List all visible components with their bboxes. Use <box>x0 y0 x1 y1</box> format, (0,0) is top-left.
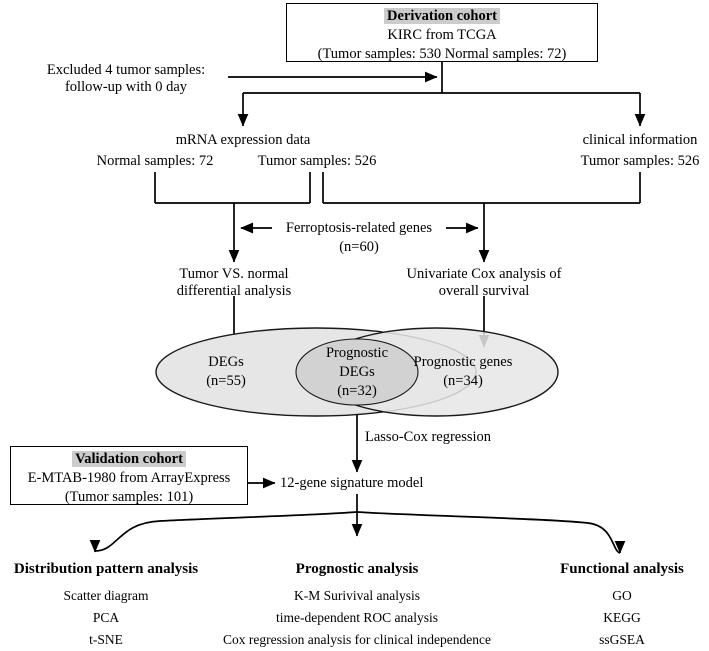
derivation-cohort-source: KIRC from TCGA <box>387 26 497 43</box>
univariate-cox-line2: overall survival <box>438 283 530 300</box>
output-item-cox-independence: Cox regression analysis for clinical ind… <box>222 632 492 647</box>
differential-analysis-node: Tumor VS. normal differential analysis <box>177 266 292 300</box>
differential-analysis-line1: Tumor VS. normal <box>179 266 289 282</box>
clinical-tumor-samples: Tumor samples: 526 <box>580 153 700 169</box>
venn-right-label: Prognostic genes <box>413 354 513 370</box>
curve-split-left <box>94 511 358 552</box>
validation-cohort-source: E-MTAB-1980 from ArrayExpress <box>27 469 231 486</box>
output-title-functional: Functional analysis <box>560 561 684 577</box>
derivation-cohort-heading: Derivation cohort <box>287 7 597 26</box>
output-item-kegg: KEGG <box>603 610 641 625</box>
output-item-tsne: t-SNE <box>89 632 123 647</box>
validation-cohort-samples: (Tumor samples: 101) <box>64 488 194 505</box>
output-item-roc: time-dependent ROC analysis <box>276 610 438 625</box>
derivation-cohort-samples: (Tumor samples: 530 Normal samples: 72) <box>317 45 567 62</box>
validation-cohort-heading-text: Validation cohort <box>72 451 186 467</box>
mrna-tumor-samples: Tumor samples: 526 <box>257 153 377 169</box>
clinical-information-title: clinical information <box>582 132 698 148</box>
output-item-go: GO <box>612 588 632 603</box>
venn-center-label2: DEGs <box>339 364 375 380</box>
mrna-expression-title: mRNA expression data <box>175 132 311 148</box>
mrna-normal-samples: Normal samples: 72 <box>96 153 214 169</box>
output-item-scatter-diagram: Scatter diagram <box>63 588 149 603</box>
output-title-prognostic: Prognostic analysis <box>295 561 419 577</box>
derivation-cohort-heading-text: Derivation cohort <box>384 8 500 24</box>
exclusion-note: Excluded 4 tumor samples: follow-up with… <box>47 62 205 96</box>
gene-signature-model: 12-gene signature model <box>280 475 424 491</box>
output-title-distribution: Distribution pattern analysis <box>13 561 199 577</box>
univariate-cox-node: Univariate Cox analysis of overall survi… <box>406 266 561 300</box>
exclusion-note-line1: Excluded 4 tumor samples: <box>46 62 206 78</box>
mrna-expression-node: mRNA expression data <box>176 132 311 149</box>
derivation-cohort-box: Derivation cohort KIRC from TCGA (Tumor … <box>286 3 598 62</box>
output-item-ssgsea: ssGSEA <box>599 632 645 647</box>
venn-center-label1: Prognostic <box>325 345 389 361</box>
exclusion-note-line2: follow-up with 0 day <box>64 79 188 96</box>
lasso-cox-label: Lasso-Cox regression <box>365 429 492 445</box>
venn-left-count: (n=55) <box>206 373 246 389</box>
differential-analysis-line2: differential analysis <box>176 283 292 300</box>
univariate-cox-line1: Univariate Cox analysis of <box>406 266 562 282</box>
ferroptosis-genes-label: Ferroptosis-related genes <box>285 220 433 236</box>
output-item-km-survival: K-M Surivival analysis <box>294 588 420 603</box>
venn-left-label: DEGs <box>208 354 244 370</box>
ferroptosis-genes-count: (n=60) <box>339 239 379 255</box>
output-item-pca: PCA <box>92 610 120 625</box>
venn-right-count: (n=34) <box>443 373 483 389</box>
venn-center-count: (n=32) <box>337 383 377 399</box>
validation-cohort-box: Validation cohort E-MTAB-1980 from Array… <box>10 446 248 505</box>
validation-cohort-heading: Validation cohort <box>11 450 247 469</box>
curve-split-right <box>356 511 621 554</box>
venn-ellipse-overlap <box>295 338 419 406</box>
venn-diagram <box>155 324 559 420</box>
